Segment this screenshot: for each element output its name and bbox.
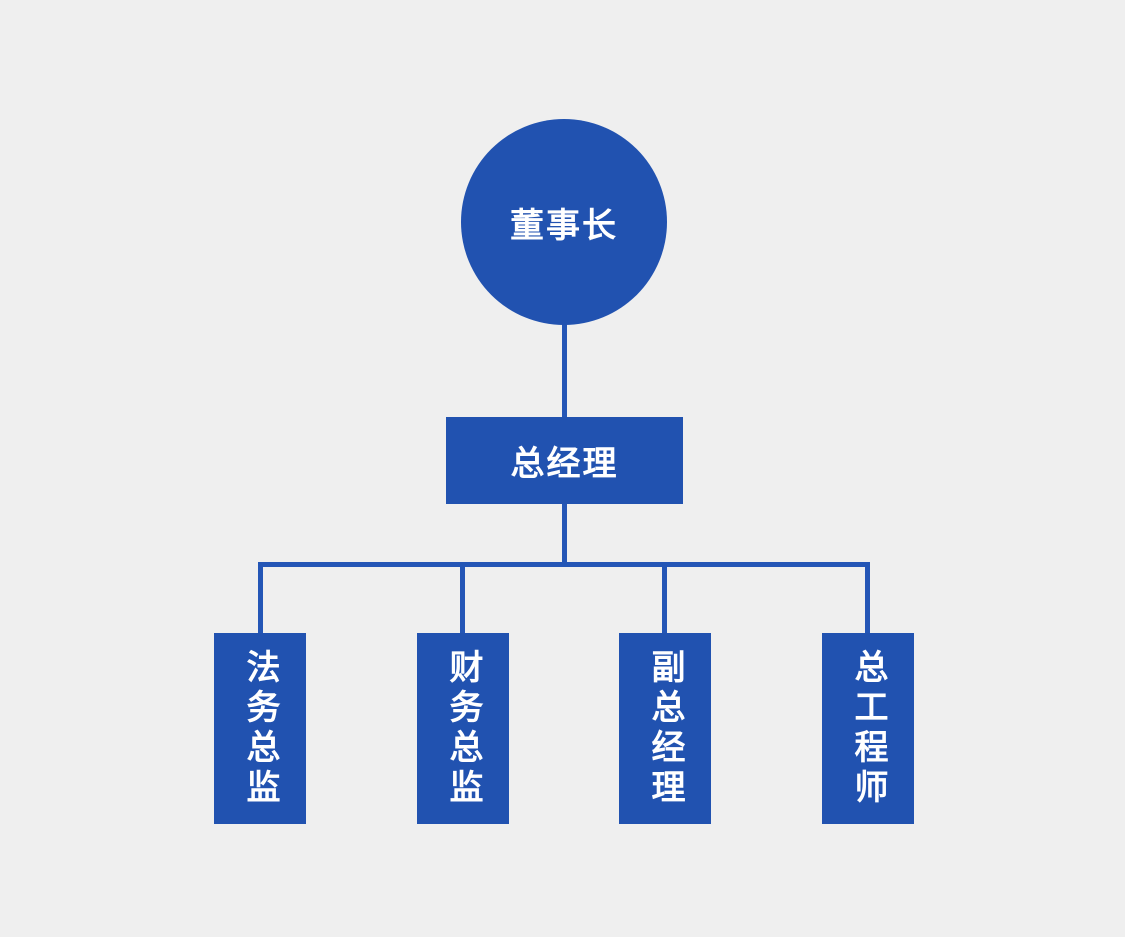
connector-drop-deputy-gm <box>662 562 667 633</box>
node-label-deputy-gm: 副总经理 <box>646 648 684 809</box>
node-label-finance-director: 财务总监 <box>444 648 482 809</box>
node-label-general-manager: 总经理 <box>510 445 619 483</box>
node-label-chief-engineer: 总工程师 <box>849 648 887 809</box>
org-node-chief-engineer: 总工程师 <box>822 633 914 824</box>
connector-drop-chief-engineer <box>865 562 870 633</box>
node-label-legal-director: 法务总监 <box>241 648 279 809</box>
org-node-general-manager: 总经理 <box>446 417 683 504</box>
org-node-finance-director: 财务总监 <box>417 633 509 824</box>
connector-manager-down <box>562 504 567 567</box>
org-node-deputy-gm: 副总经理 <box>619 633 711 824</box>
node-label-chairman: 董事长 <box>510 206 618 245</box>
connector-branch-horizontal <box>258 562 870 567</box>
connector-drop-finance-director <box>460 562 465 633</box>
org-node-chairman: 董事长 <box>461 119 667 325</box>
connector-drop-legal-director <box>258 562 263 633</box>
org-node-legal-director: 法务总监 <box>214 633 306 824</box>
connector-root-to-manager <box>562 324 567 417</box>
